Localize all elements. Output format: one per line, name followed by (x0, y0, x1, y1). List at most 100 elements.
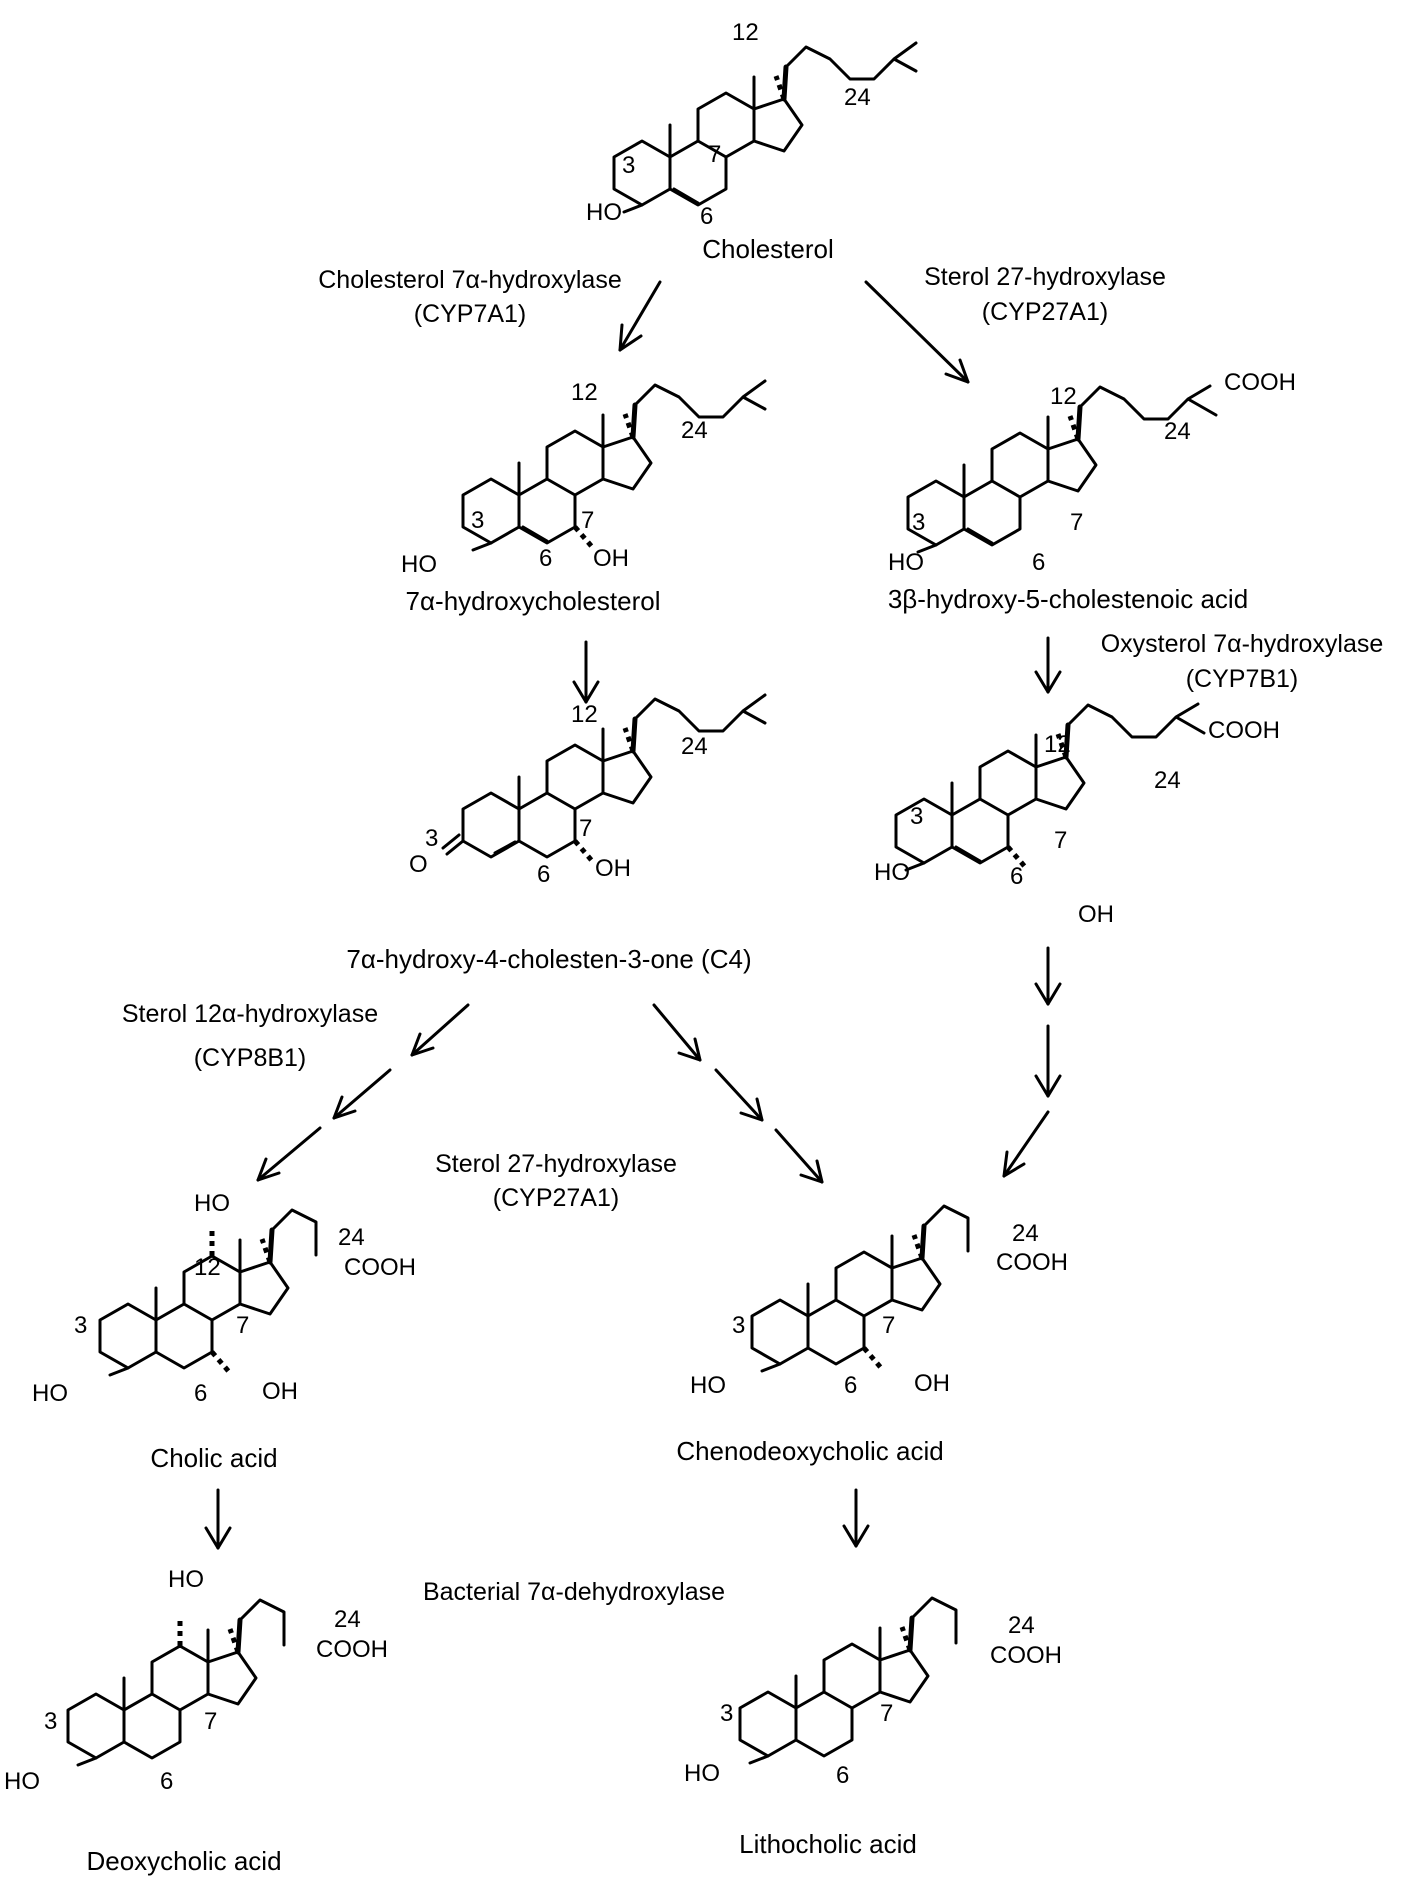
compound-cholesterol: 12 24 3 7 6 HO Cholesterol (586, 19, 918, 264)
locant-6: 6 (836, 1762, 849, 1789)
stereo-dash-bond (210, 1350, 232, 1375)
double-bond-5-6 (521, 525, 549, 543)
locant-3: 3 (720, 1700, 733, 1727)
carboxyl-group: COOH (1208, 717, 1280, 744)
enzyme-code-cyp8b1: (CYP8B1) (194, 1044, 307, 1072)
multistep-arrow-cyp27a1 (652, 1003, 824, 1184)
double-bond-5-6 (954, 845, 982, 863)
compound-name: 7α-hydroxy-4-cholesten-3-one (C4) (346, 944, 751, 974)
locant-6: 6 (844, 1372, 857, 1399)
carboxyl-group: COOH (344, 1254, 416, 1281)
side-chain (630, 716, 638, 754)
locant-7: 7 (204, 1708, 217, 1735)
locant-12: 12 (1050, 383, 1077, 410)
compound-c4: 12 24 3 7 6 O OH 7α-hydroxy-4-cholesten-… (346, 693, 767, 974)
hydroxyl-group-3: HO (401, 551, 437, 578)
hydroxyl-group-3: HO (888, 549, 924, 576)
locant-3: 3 (910, 803, 923, 830)
stereo-dash-bond (573, 525, 595, 550)
steroid-ring-skeleton (738, 1626, 930, 1758)
enzyme-label-cyp8b1: Sterol 12α-hydroxylase (122, 1000, 378, 1028)
locant-7: 7 (880, 1700, 893, 1727)
compound-deoxycholic-acid: 24 3 7 6 HO HO COOH Deoxycholic acid (4, 1566, 388, 1876)
locant-24: 24 (1154, 767, 1181, 794)
ketone-double-bond (441, 833, 465, 856)
reaction-arrow-cyp7a1 (618, 280, 662, 352)
locant-6: 6 (537, 861, 550, 888)
compound-name: Deoxycholic acid (86, 1846, 281, 1876)
locant-6: 6 (160, 1768, 173, 1795)
locant-24: 24 (334, 1606, 361, 1633)
enzyme-code-cyp27a1: (CYP27A1) (982, 298, 1108, 326)
compound-name: Lithocholic acid (739, 1829, 917, 1859)
side-chain (235, 1617, 243, 1655)
locant-7: 7 (1070, 509, 1083, 536)
enzyme-code-cyp7b1: (CYP7B1) (1186, 665, 1299, 693)
hydroxyl-group-7: OH (1078, 901, 1114, 928)
locant-24: 24 (844, 84, 871, 111)
compound-name: Cholic acid (150, 1443, 277, 1473)
locant-3: 3 (732, 1312, 745, 1339)
locant-24: 24 (1012, 1220, 1039, 1247)
locant-7: 7 (1054, 827, 1067, 854)
locant-6: 6 (700, 203, 713, 230)
locant-6: 6 (1032, 549, 1045, 576)
compound-lithocholic-acid: 24 3 7 6 HO COOH Lithocholic acid (684, 1596, 1062, 1859)
compound-chenodeoxycholic-acid: 24 3 7 6 HO OH COOH Chenodeoxycholic aci… (676, 1204, 1068, 1466)
enzyme-label-cyp7a1: Cholesterol 7α-hydroxylase (318, 266, 621, 294)
stereo-dash-bond (862, 1346, 884, 1371)
hydroxyl-group-7: OH (595, 855, 631, 882)
enzyme-label-cyp7b1: Oxysterol 7α-hydroxylase (1101, 630, 1384, 658)
compound-name: 7α-hydroxycholesterol (406, 586, 661, 616)
hydroxyl-group-3: HO (4, 1768, 40, 1795)
compound-7a-hydroxy-cholestenoic-acid: 12 24 3 7 6 HO OH COOH (874, 702, 1280, 928)
locant-3: 3 (44, 1708, 57, 1735)
hydroxyl-group-7: OH (593, 545, 629, 572)
ketone-oxygen: O (409, 851, 428, 878)
compound-7a-hydroxycholesterol: 12 24 3 7 6 HO OH 7α-hydroxycholesterol (401, 379, 767, 616)
locant-12: 12 (571, 379, 598, 406)
double-bond-5-6 (966, 527, 994, 545)
steroid-ring-skeleton (906, 415, 1098, 547)
side-chain (919, 1223, 927, 1261)
locant-7: 7 (236, 1312, 249, 1339)
stereo-dash-bond (573, 839, 595, 864)
locant-3: 3 (425, 825, 438, 852)
enzyme-label-cyp27a1: Sterol 27-hydroxylase (924, 263, 1166, 291)
locant-3: 3 (912, 509, 925, 536)
hydroxyl-group-12: HO (194, 1190, 230, 1217)
side-chain (907, 1615, 915, 1653)
hydroxyl-group-3: HO (684, 1760, 720, 1787)
locant-7: 7 (579, 815, 592, 842)
stereo-dash-bond (1006, 845, 1028, 870)
locant-6: 6 (1010, 863, 1023, 890)
locant-12: 12 (194, 1254, 221, 1281)
multistep-arrow-right (1002, 946, 1062, 1178)
locant-6: 6 (539, 545, 552, 572)
compound-cholic-acid: 12 24 3 7 6 HO OH HO COOH Cholic acid (32, 1190, 416, 1473)
hydroxyl-group-12: HO (168, 1566, 204, 1593)
carboxyl-group: COOH (996, 1249, 1068, 1276)
locant-7: 7 (882, 1312, 895, 1339)
steroid-ring-skeleton (750, 1234, 942, 1366)
side-chain (267, 1227, 275, 1265)
multistep-arrow-cyp8b1 (256, 1003, 470, 1182)
locant-7: 7 (581, 507, 594, 534)
locant-24: 24 (681, 417, 708, 444)
locant-24: 24 (681, 733, 708, 760)
side-chain (1063, 722, 1071, 760)
steroid-ring-skeleton (461, 727, 653, 859)
steroid-ring-skeleton (461, 413, 653, 545)
locant-3: 3 (471, 507, 484, 534)
locant-12: 12 (732, 19, 759, 46)
hydroxyl-group-7: OH (914, 1370, 950, 1397)
locant-24: 24 (1164, 418, 1191, 445)
hydroxyl-group-3: HO (32, 1380, 68, 1407)
enzyme-code-cyp7a1: (CYP7A1) (414, 300, 527, 328)
side-chain (1075, 404, 1083, 442)
locant-6: 6 (194, 1380, 207, 1407)
compound-name: Chenodeoxycholic acid (676, 1436, 943, 1466)
hydroxyl-group-3: HO (586, 199, 622, 226)
locant-24: 24 (338, 1224, 365, 1251)
